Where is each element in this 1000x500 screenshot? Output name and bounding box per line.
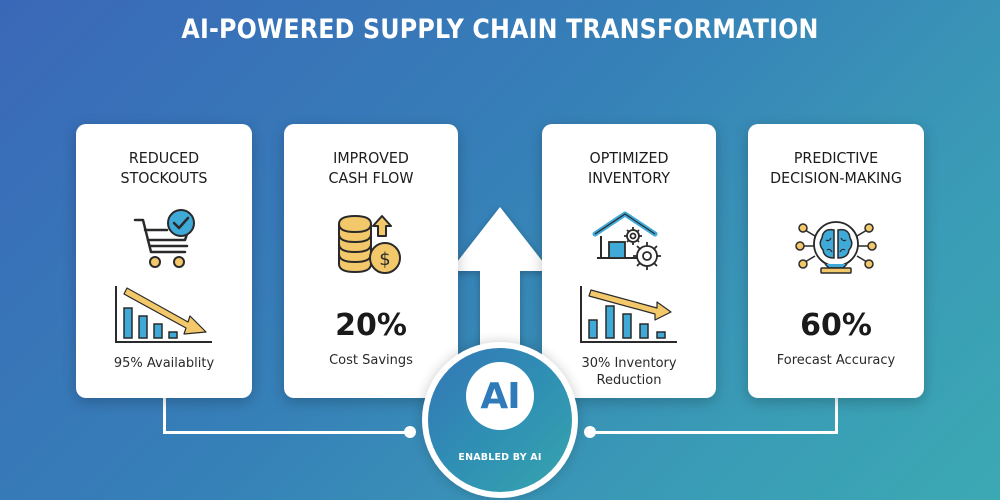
ai-badge: AI	[466, 362, 534, 430]
card-title: REDUCED STOCKOUTS	[83, 148, 245, 188]
connector-right-horizontal	[592, 431, 838, 434]
ai-hub: AI ENABLED BY AI	[422, 342, 578, 498]
card-title-line2: STOCKOUTS	[120, 169, 208, 187]
page-title: AI-POWERED SUPPLY CHAIN TRANSFORMATION	[181, 14, 819, 45]
card-caption: Forecast Accuracy	[776, 353, 896, 368]
declining-bar-chart-icon	[115, 286, 212, 343]
brain-network-globe-icon	[795, 221, 877, 274]
connector-left-vertical	[163, 398, 166, 434]
ai-label: AI	[480, 375, 520, 417]
card-caption-line2: Reduction	[596, 373, 662, 388]
svg-text:$: $	[379, 249, 390, 270]
ai-caption: ENABLED BY AI	[458, 452, 542, 463]
declining-bar-chart-icon	[580, 286, 677, 343]
coins-dollar-up-icon: $	[338, 214, 401, 274]
card-caption: 95% Availablity	[113, 356, 215, 371]
card-improved-cash-flow: IMPROVED CASH FLOW $ 20% Cost Savings	[284, 124, 458, 398]
shopping-cart-check-icon	[133, 209, 195, 268]
card-title-line1: OPTIMIZED	[589, 149, 669, 167]
card-caption-line1: 30% Inventory	[581, 356, 677, 371]
card-reduced-stockouts: REDUCED STOCKOUTS 95% Availablity	[76, 124, 252, 398]
card-caption: Cost Savings	[329, 353, 413, 368]
card-value: 20%	[335, 308, 407, 343]
card-value: 60%	[800, 308, 872, 343]
connector-left-horizontal	[163, 431, 409, 434]
card-title-line2: DECISION-MAKING	[770, 169, 902, 187]
card-optimized-inventory: OPTIMIZED INVENTORY	[542, 124, 716, 398]
card-title-line1: IMPROVED	[333, 149, 409, 167]
card-title-line2: CASH FLOW	[328, 169, 414, 187]
card-title-line1: REDUCED	[128, 149, 200, 167]
connector-left-dot	[404, 426, 416, 438]
connector-right-vertical	[835, 398, 838, 434]
card-title: IMPROVED CASH FLOW	[291, 148, 451, 188]
card-title: OPTIMIZED INVENTORY	[549, 148, 709, 188]
warehouse-gears-icon	[592, 211, 661, 270]
connector-right-dot	[584, 426, 596, 438]
up-arrow-icon	[450, 207, 550, 365]
card-predictive-decision-making: PREDICTIVE DECISION-MAKING 60% Forecast …	[748, 124, 924, 398]
card-title: PREDICTIVE DECISION-MAKING	[755, 148, 917, 188]
card-title-line1: PREDICTIVE	[793, 149, 879, 167]
ai-hub-circle: AI ENABLED BY AI	[428, 348, 572, 492]
card-title-line2: INVENTORY	[588, 169, 670, 187]
